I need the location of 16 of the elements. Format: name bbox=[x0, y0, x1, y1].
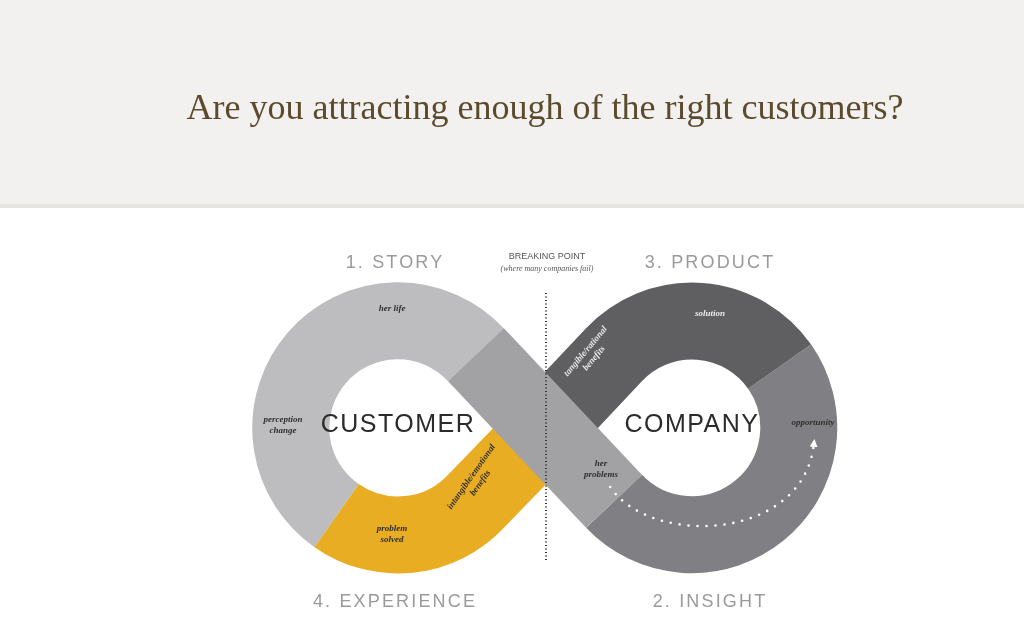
stage-label: 4. EXPERIENCE bbox=[312, 589, 478, 613]
band-label: her life bbox=[377, 303, 407, 315]
band-label: solution bbox=[694, 308, 726, 320]
stage-label: 1. STORY bbox=[345, 250, 445, 274]
stage-label: 2. INSIGHT bbox=[652, 589, 768, 613]
band-label: problem solved bbox=[375, 522, 409, 546]
note-heading: BREAKING POINT bbox=[508, 250, 586, 264]
dotted-arrow bbox=[608, 439, 817, 528]
stage-label: 3. PRODUCT bbox=[644, 250, 776, 274]
loop-label: CUSTOMER bbox=[320, 408, 476, 440]
note-text: (where many companies fail) bbox=[500, 263, 594, 275]
band-label: opportunity bbox=[786, 417, 840, 431]
page-title: Are you attracting enough of the right customers? bbox=[185, 86, 905, 129]
band-label: her problems bbox=[578, 458, 624, 484]
loop-label: COMPANY bbox=[624, 408, 760, 440]
band-label: perception change bbox=[262, 413, 304, 437]
